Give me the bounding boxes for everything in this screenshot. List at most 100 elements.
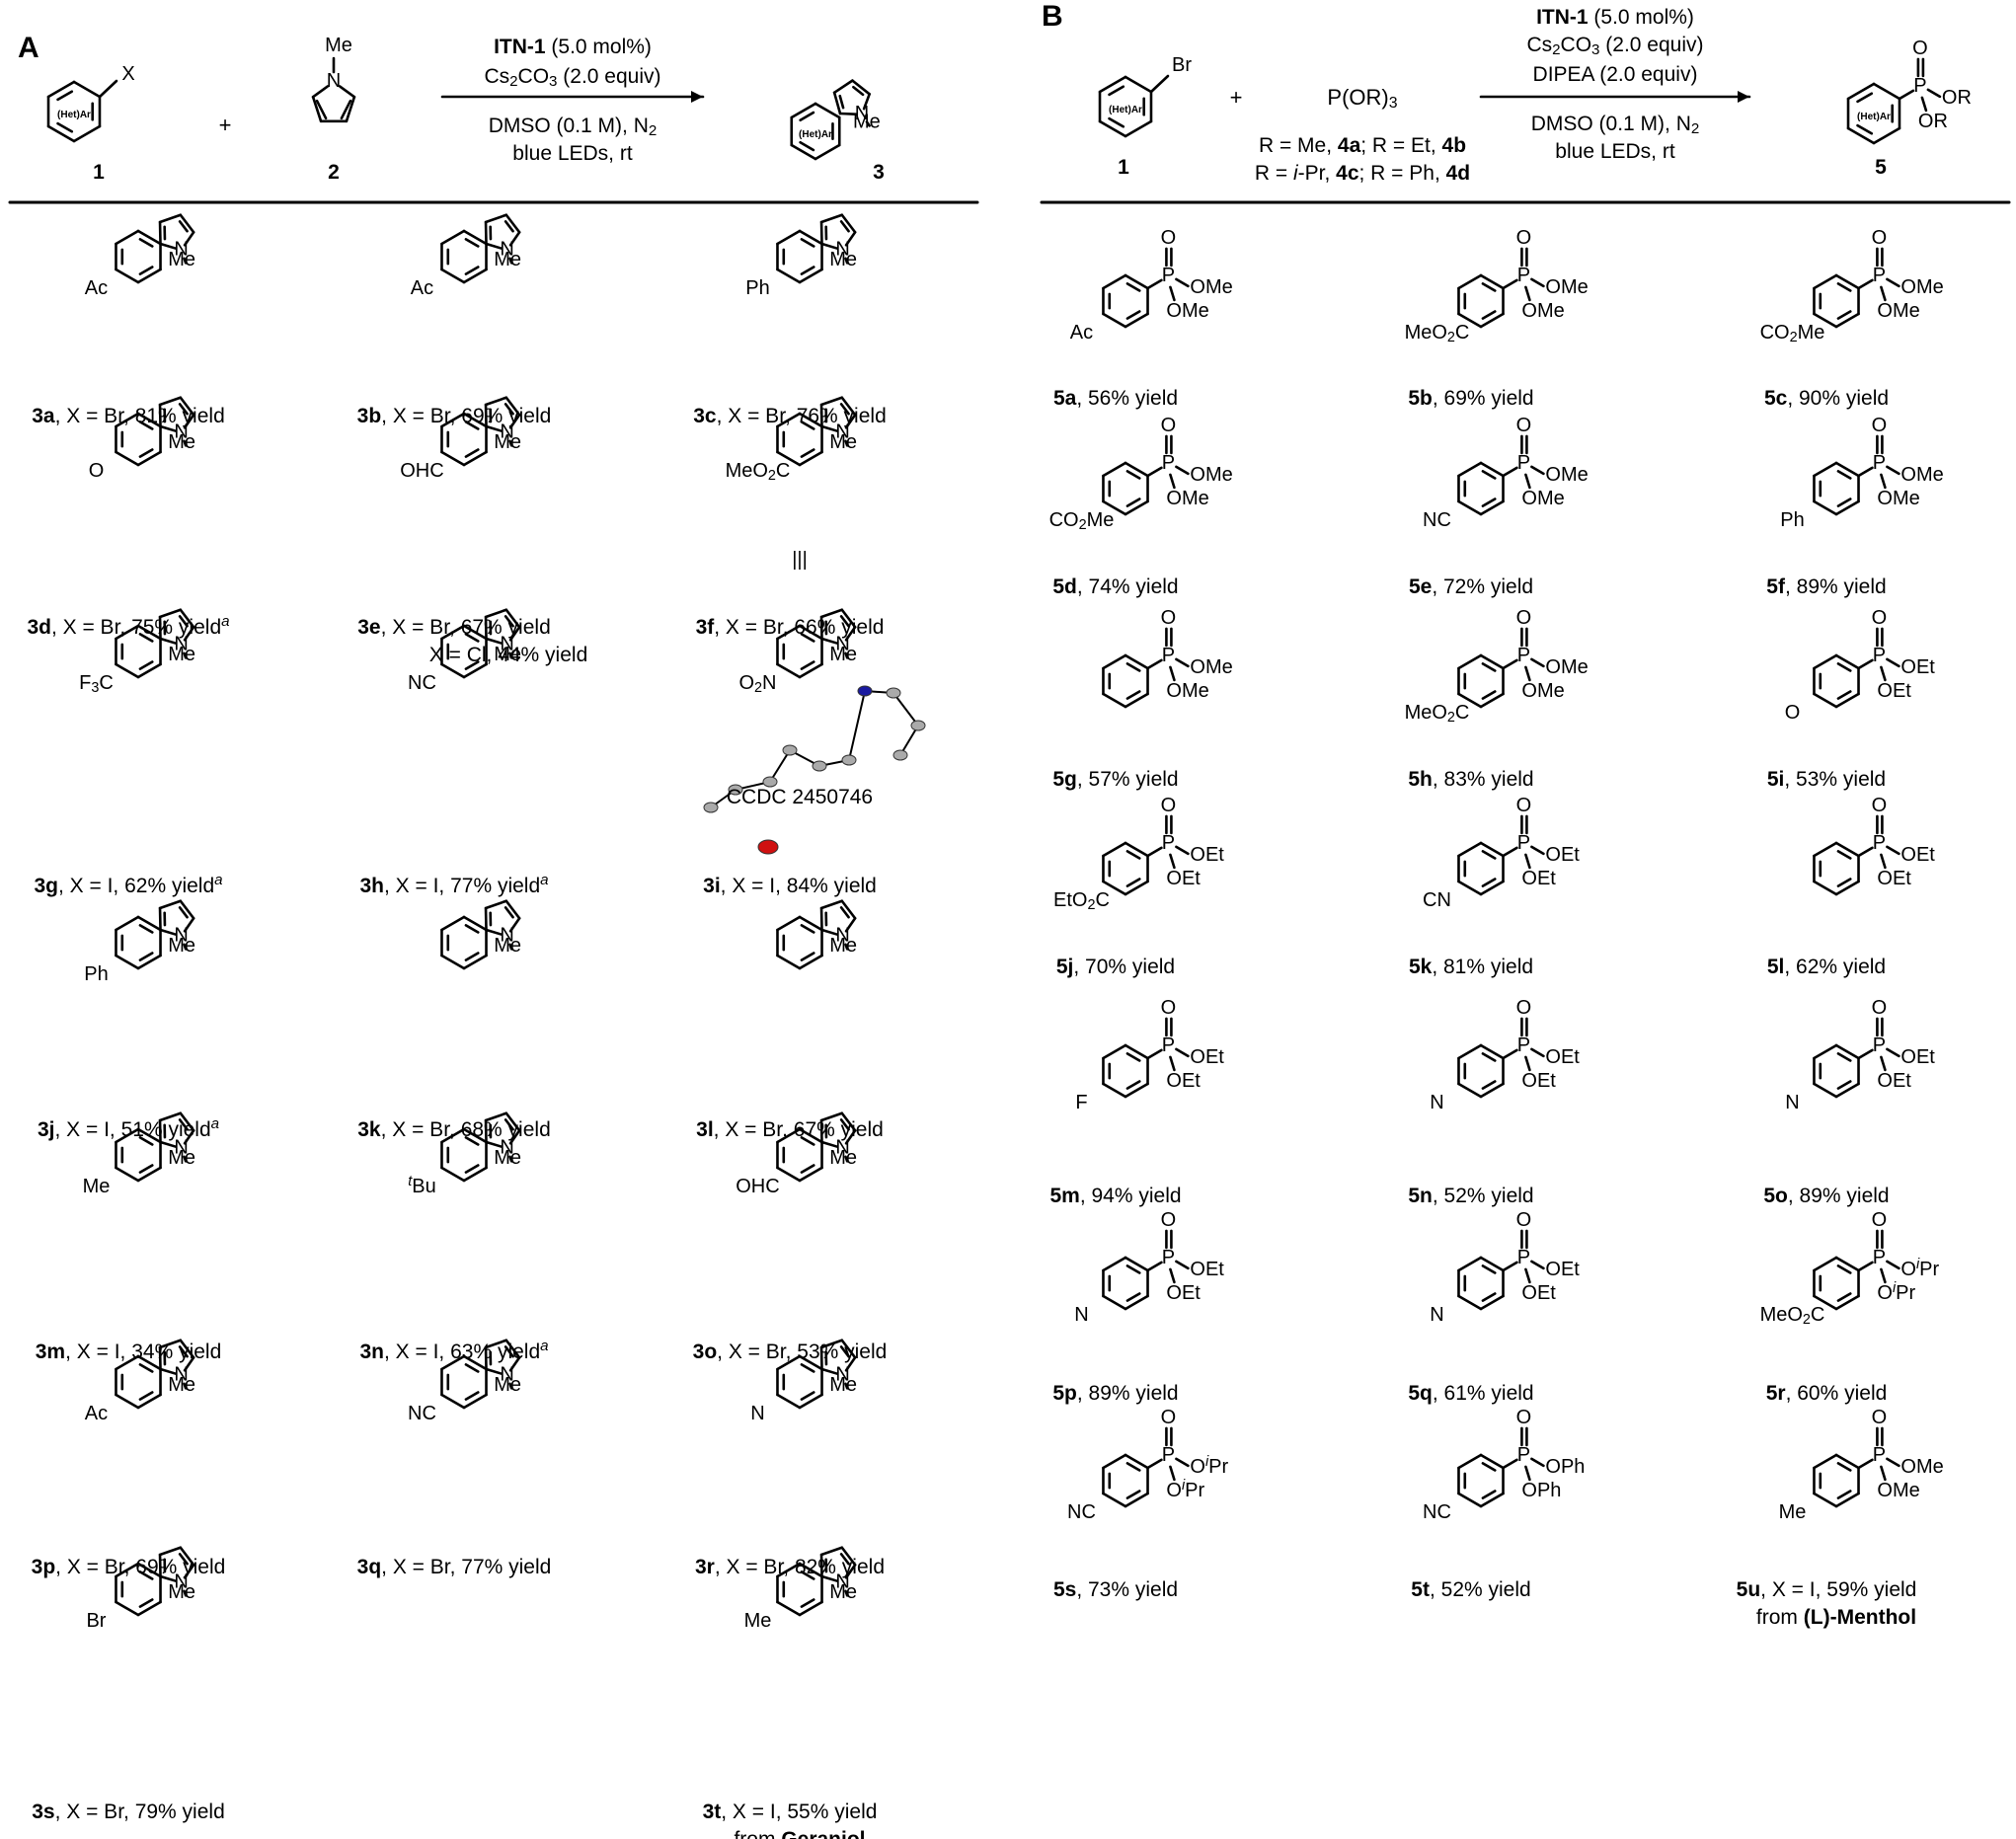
n-methyl-bond xyxy=(844,651,849,659)
double-bond xyxy=(800,1571,815,1580)
double-bond xyxy=(1481,1490,1497,1499)
ester-1: OMe xyxy=(1900,464,1943,486)
aryl-ring xyxy=(462,1393,488,1410)
pyrrole-bond xyxy=(844,1355,857,1372)
phosphorus: P xyxy=(1873,1034,1886,1056)
aryl-ring xyxy=(776,662,802,679)
ester-1: OMe xyxy=(1545,656,1588,678)
aryl-ring xyxy=(1813,1256,1838,1272)
double-bond xyxy=(1125,1490,1141,1499)
aryl-ring xyxy=(115,954,140,970)
phosphoryl-o: O xyxy=(1161,227,1177,249)
x-label: X xyxy=(121,63,134,85)
aryl-ring xyxy=(440,915,466,932)
crystal-bond xyxy=(769,749,791,783)
crystal-atom xyxy=(892,749,908,761)
c-p-bond xyxy=(1502,846,1518,858)
pyrrole-double xyxy=(178,220,189,233)
aryl-ring xyxy=(462,450,488,467)
pyrrole-n: N xyxy=(855,103,869,124)
aryl-ring xyxy=(462,268,488,284)
double-bond xyxy=(1836,498,1852,507)
n-methyl: Me xyxy=(829,431,857,453)
n-methyl: Me xyxy=(853,112,881,133)
double-bond xyxy=(800,660,815,670)
p-o-bond xyxy=(1530,1047,1545,1058)
aryl-ring xyxy=(1124,1453,1149,1470)
aryl-ring xyxy=(136,229,162,246)
p-o-bond xyxy=(1886,465,1900,476)
c-p-bond xyxy=(1146,1261,1163,1272)
caption-5j: 5j, 70% yield xyxy=(1056,956,1175,978)
c-p-bond xyxy=(1502,1261,1518,1272)
pyrrole-bond xyxy=(179,1111,195,1132)
pyrrole-double xyxy=(838,94,845,110)
aryl-ring xyxy=(1479,1043,1505,1060)
caption-3a: 3a, X = Br, 81% yield xyxy=(32,405,225,427)
ester-1: OEt xyxy=(1545,1259,1580,1280)
double-bond xyxy=(1481,1264,1497,1274)
caption-5c: 5c, 90% yield xyxy=(1764,387,1889,410)
crystal-atom xyxy=(762,776,778,788)
n-methyl: Me xyxy=(494,935,521,957)
pyrrole-double xyxy=(504,906,514,919)
caption-3r: 3r, X = Br, 82% yield xyxy=(695,1556,885,1578)
aryl-ring xyxy=(440,954,466,970)
pyrrole-bond xyxy=(504,396,521,417)
ester-1: OMe xyxy=(1190,464,1232,486)
n-methyl-bond xyxy=(183,439,188,447)
aryl-ring xyxy=(115,1562,140,1578)
n-methyl: Me xyxy=(168,1374,195,1396)
p-o-bond xyxy=(1880,1055,1887,1072)
phosphorus: P xyxy=(1873,452,1886,474)
ester-1: OMe xyxy=(1545,464,1588,486)
ester-2: OMe xyxy=(1521,680,1564,702)
aryl-ring xyxy=(462,954,488,970)
ester-1: OEt xyxy=(1900,1046,1935,1068)
phosphoryl-o: O xyxy=(1161,415,1177,436)
ester-1: OEt xyxy=(1545,844,1580,866)
double-bond xyxy=(464,238,480,248)
p-o-bond xyxy=(1886,1047,1900,1058)
pyrrole-bond xyxy=(484,396,508,407)
aryl-ring xyxy=(798,450,823,467)
c-p-bond xyxy=(1146,278,1163,290)
aryl-ring xyxy=(798,915,823,932)
substituent: MeO2C xyxy=(1405,702,1470,726)
arrow-head xyxy=(1738,91,1749,103)
phosphoryl-o: O xyxy=(1516,1209,1532,1231)
aryl-ring xyxy=(798,1127,823,1144)
aryl-ring xyxy=(1102,273,1127,290)
aryl-ring xyxy=(776,915,802,932)
phosphorus: P xyxy=(1517,1247,1530,1268)
aryl-ring xyxy=(1457,841,1483,858)
c-p-bond xyxy=(1857,278,1874,290)
pyrrole-bond xyxy=(820,1140,838,1148)
ester-1: OEt xyxy=(1190,844,1224,866)
ester-2: OEt xyxy=(1521,868,1556,889)
double-bond xyxy=(800,1136,815,1146)
pyrrole-bond xyxy=(504,213,521,234)
n-methyl: Me xyxy=(168,1581,195,1603)
aryl-ring xyxy=(798,1562,823,1578)
substituent: MeO2C xyxy=(1405,322,1470,345)
double-bond xyxy=(800,238,815,248)
c-p-bond xyxy=(1146,846,1163,858)
pyrrole-bond xyxy=(838,112,858,115)
aryl-ring xyxy=(1479,312,1505,329)
pyrrole-bond xyxy=(485,424,503,432)
n-methyl-bond xyxy=(508,943,513,951)
aryl-ring xyxy=(1813,880,1838,896)
aryl-ring xyxy=(1124,841,1149,858)
plus-sign: + xyxy=(219,113,232,137)
pyrrole-bond xyxy=(840,1111,857,1132)
substituent: Me xyxy=(744,1610,772,1632)
pyrrole-n: N xyxy=(500,925,513,947)
pyrrole-double xyxy=(178,906,189,919)
ester-2: OEt xyxy=(1877,680,1911,702)
aryl-ring xyxy=(1479,499,1505,516)
pyrrole-n: N xyxy=(835,1364,849,1386)
aryl-ring xyxy=(1479,1453,1505,1470)
double-bond xyxy=(1125,1292,1141,1302)
